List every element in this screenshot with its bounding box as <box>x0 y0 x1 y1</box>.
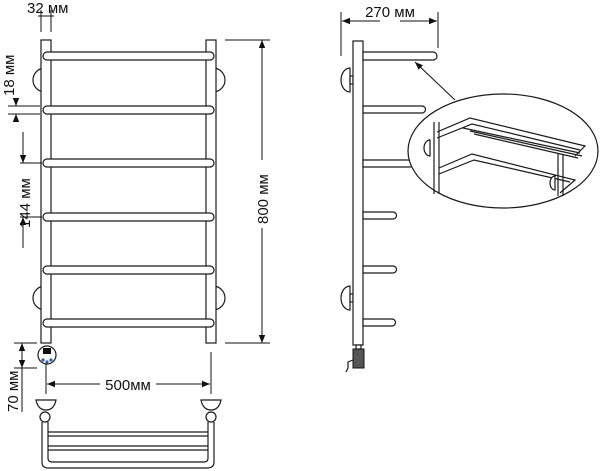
dimension-height: 800 мм <box>225 39 272 344</box>
label-depth: 270 мм <box>365 4 415 21</box>
side-view <box>340 40 438 373</box>
label-rail-thickness: 18 мм <box>1 55 18 96</box>
label-height: 800 мм <box>255 174 272 224</box>
dimension-heater-offset: 70 мм <box>5 342 37 412</box>
rail <box>42 51 215 61</box>
dimension-depth: 270 мм <box>340 4 439 56</box>
right-post <box>205 39 217 344</box>
left-post <box>40 39 52 344</box>
label-heater-offset: 70 мм <box>5 371 22 412</box>
label-width: 500мм <box>105 377 151 394</box>
rail <box>42 265 215 275</box>
label-rail-spacing: 144 мм <box>17 178 34 228</box>
detail-callout <box>407 61 599 209</box>
rail <box>42 212 215 222</box>
rail <box>42 158 215 168</box>
dimension-tube-diameter: 32 мм <box>27 0 68 32</box>
rail <box>42 105 215 115</box>
label-tube-diameter: 32 мм <box>27 0 68 17</box>
dimension-rail-spacing: 144 мм <box>17 132 42 248</box>
dimension-width: 500мм <box>45 352 212 394</box>
rail <box>42 318 215 328</box>
top-view <box>35 399 222 469</box>
front-view <box>32 39 226 365</box>
dimension-rail-thickness: 18 мм <box>1 55 40 122</box>
heater-icon <box>37 345 57 365</box>
